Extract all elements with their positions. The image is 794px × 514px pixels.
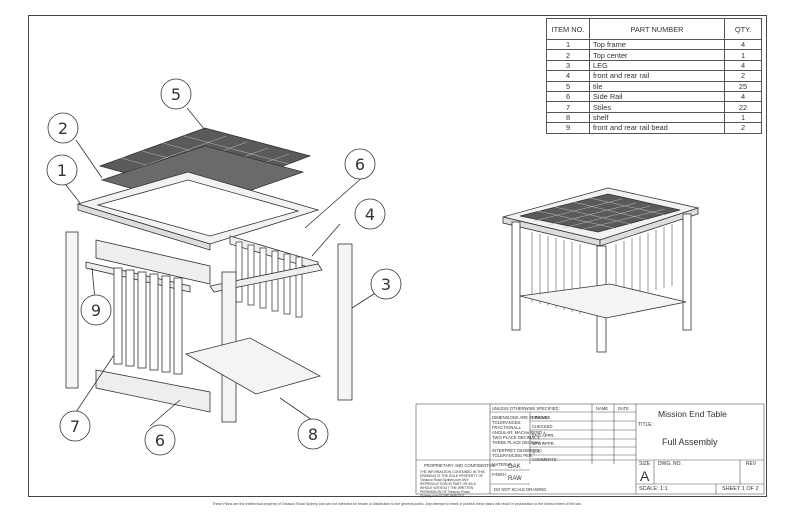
scale-label: SCALE: 1:1 [639, 486, 668, 492]
fractional-note: FRACTIONAL± [492, 425, 521, 430]
balloon-circle [144, 424, 176, 456]
date-column-label: DATE [618, 406, 629, 411]
material-value: OAK [508, 464, 521, 470]
dwg-no-label: DWG. NO. [658, 461, 682, 467]
project-name: Mission End Table [658, 409, 727, 419]
balloon-label: 8 [308, 425, 318, 444]
assembled-view [502, 187, 700, 353]
balloon-label: 2 [58, 119, 68, 138]
three-place-note: THREE PLACE DECIMAL ± [492, 440, 545, 445]
balloon-label: 3 [381, 275, 391, 294]
balloon-circle [160, 78, 192, 110]
balloon-circle [46, 154, 78, 186]
side-rail-assembly-right [209, 235, 323, 318]
assembled-tile-field [519, 193, 681, 233]
balloon-label: 1 [57, 161, 67, 180]
size-value: A [640, 468, 650, 484]
unless-specified-label: UNLESS OTHERWISE SPECIFIED: [492, 406, 560, 411]
tolerances-note: TOLERANCES: [492, 420, 522, 425]
stiles-left [113, 267, 183, 375]
balloon-circle [59, 410, 91, 442]
top-frame-edge [77, 203, 211, 251]
eng-appr-label: ENG APPR. [532, 433, 555, 438]
proprietary-text: THE INFORMATION CONTAINED IN THIS DRAWIN… [420, 470, 485, 498]
balloon-label: 9 [91, 301, 101, 320]
drawing-title: Full Assembly [662, 437, 718, 447]
tolerancing-note: TOLERANCING PER: [492, 453, 534, 458]
leg-left [65, 231, 79, 389]
sheet-label: SHEET 1 OF 2 [722, 486, 759, 492]
title-label: TITLE: [638, 422, 654, 428]
finish-value: RAW [508, 476, 522, 482]
copyright-footer: These Plans are the Intellectual propert… [212, 502, 582, 506]
angular-note: ANGULAR: MACH± BEND ± [492, 430, 546, 435]
assembled-leg-rear-right [682, 213, 692, 331]
balloon-label: 6 [355, 155, 365, 174]
finish-label: FINISH [492, 472, 506, 477]
balloon-label: 5 [171, 85, 181, 104]
balloon-label: 6 [155, 431, 165, 450]
two-place-note: TWO PLACE DECIMAL ± [492, 435, 540, 440]
assembled-leg-front-left [511, 221, 521, 331]
mfg-appr-label: MFG APPR. [532, 441, 555, 446]
proprietary-heading: PROPRIETARY AND CONFIDENTIAL [424, 463, 496, 468]
balloon-label: 7 [70, 417, 80, 436]
balloon-circle [297, 418, 329, 450]
comments-label: COMMENTS: [532, 457, 558, 462]
rev-label: REV [746, 461, 757, 467]
balloon-circle [344, 148, 376, 180]
balloon-circle [354, 198, 386, 230]
front-rail [95, 239, 211, 285]
balloon-circle [80, 294, 112, 326]
assembled-tile-grid [533, 197, 667, 231]
balloon-circle [47, 112, 79, 144]
sheet-border [28, 15, 767, 497]
assembled-shelf [519, 283, 687, 319]
size-label: SIZE [639, 461, 651, 467]
top-frame-opening [96, 179, 300, 237]
title-block-grid [415, 403, 765, 495]
balloon-label: 4 [365, 205, 375, 224]
qa-label: Q.A. [532, 449, 541, 454]
bom-qty: 2 [724, 122, 762, 134]
material-label: MATERIAL [492, 462, 513, 467]
leg-right [337, 243, 353, 401]
bottom-side-rail [95, 369, 211, 413]
interpret-note: INTERPRET GEOMETRIC [492, 448, 543, 453]
dimensions-note: DIMENSIONS ARE IN INCHES [492, 415, 551, 420]
balloon-circle [370, 268, 402, 300]
shelf [184, 337, 322, 395]
drawn-label: DRAWN [532, 415, 548, 420]
assembled-top-edge-side [599, 207, 699, 247]
checked-label: CHECKED [532, 424, 553, 429]
no-scale-note: DO NOT SCALE DRAWING [494, 487, 547, 492]
name-column-label: NAME [596, 406, 609, 411]
